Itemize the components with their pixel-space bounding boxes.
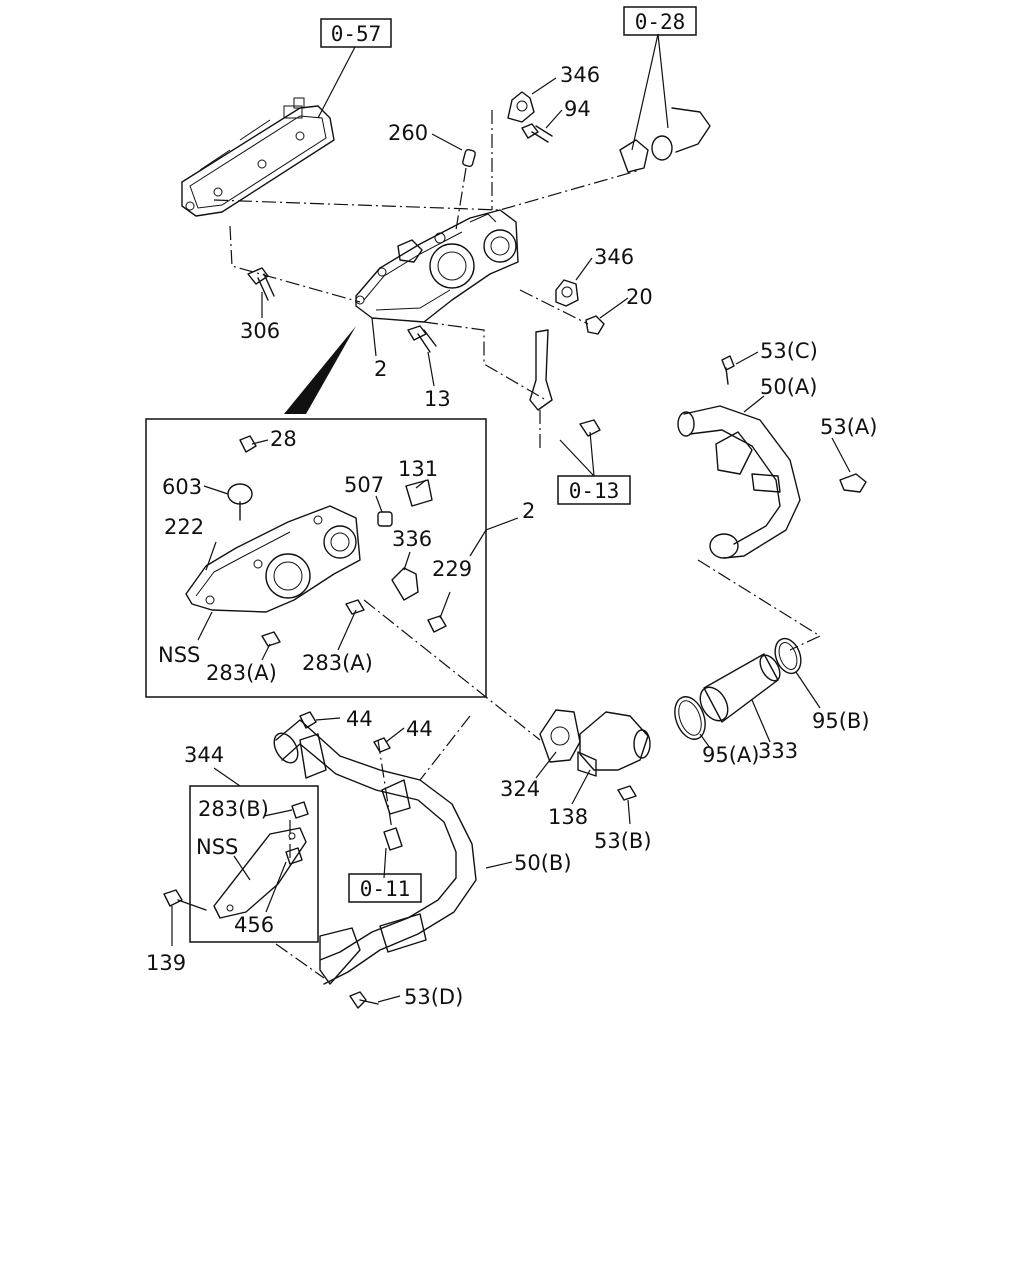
svg-text:0-28: 0-28 xyxy=(635,10,686,34)
label-222: 222 xyxy=(164,515,204,539)
label-44-right: 44 xyxy=(406,717,433,741)
leader-lines xyxy=(171,33,851,1003)
label-53d: 53(D) xyxy=(404,985,463,1009)
part-labels: 346 94 260 346 20 306 2 13 53(C) 50(A) 5… xyxy=(146,63,877,1009)
ref-box-0-13: 0-13 xyxy=(557,475,631,505)
label-283b: 283(B) xyxy=(198,797,269,821)
label-333: 333 xyxy=(758,739,798,763)
bolt-94 xyxy=(521,123,553,143)
label-260: 260 xyxy=(388,121,428,145)
adapter-138 xyxy=(577,711,651,801)
ref-box-0-28: 0-28 xyxy=(623,6,697,36)
svg-text:0-13: 0-13 xyxy=(569,479,620,503)
label-131: 131 xyxy=(398,457,438,481)
label-344: 344 xyxy=(184,743,224,767)
label-95b: 95(B) xyxy=(812,709,870,733)
label-44-left: 44 xyxy=(346,707,373,731)
svg-text:0-11: 0-11 xyxy=(360,877,411,901)
upper-gasket-outline xyxy=(181,97,335,217)
label-138: 138 xyxy=(548,805,588,829)
label-336: 336 xyxy=(392,527,432,551)
label-53b: 53(B) xyxy=(594,829,652,853)
ref-box-0-11: 0-11 xyxy=(348,873,422,903)
center-lines xyxy=(213,110,822,979)
label-2-detail: 2 xyxy=(522,499,535,523)
label-53a: 53(A) xyxy=(820,415,877,439)
clip-346-upper xyxy=(507,91,535,123)
label-50b: 50(B) xyxy=(514,851,572,875)
hose-333 xyxy=(699,653,781,723)
label-306: 306 xyxy=(240,319,280,343)
gasket-324 xyxy=(539,709,581,763)
label-94: 94 xyxy=(564,97,591,121)
label-20: 20 xyxy=(626,285,653,309)
label-283a-right: 283(A) xyxy=(302,651,373,675)
label-95a: 95(A) xyxy=(702,743,759,767)
label-324: 324 xyxy=(500,777,540,801)
label-nss-detail: NSS xyxy=(158,643,200,667)
label-28: 28 xyxy=(270,427,297,451)
label-2-upper: 2 xyxy=(374,357,387,381)
label-139: 139 xyxy=(146,951,186,975)
egr-valve-body-upper xyxy=(355,209,519,323)
bracket-group-344 xyxy=(163,785,319,943)
bracket-0-13 xyxy=(529,329,601,437)
bolt-13 xyxy=(407,325,437,353)
ref-box-0-57: 0-57 xyxy=(320,18,392,48)
hose-0-28 xyxy=(619,107,711,173)
label-507: 507 xyxy=(344,473,384,497)
label-603: 603 xyxy=(162,475,202,499)
label-456: 456 xyxy=(234,913,274,937)
label-50a: 50(A) xyxy=(760,375,817,399)
label-229: 229 xyxy=(432,557,472,581)
label-nss-bracket: NSS xyxy=(196,835,238,859)
clamp-95b xyxy=(774,637,802,675)
label-346-lower: 346 xyxy=(594,245,634,269)
label-346-upper: 346 xyxy=(560,63,600,87)
label-13: 13 xyxy=(424,387,451,411)
svg-text:0-57: 0-57 xyxy=(331,22,382,46)
detail-box-part2 xyxy=(145,326,487,698)
pin-260 xyxy=(462,148,476,168)
label-53c: 53(C) xyxy=(760,339,818,363)
pipe-50a xyxy=(677,355,867,559)
clamp-95a xyxy=(674,696,706,740)
nut-20 xyxy=(585,315,605,335)
label-283a-left: 283(A) xyxy=(206,661,277,685)
clip-346-lower xyxy=(555,279,579,307)
bolt-306 xyxy=(247,267,275,301)
